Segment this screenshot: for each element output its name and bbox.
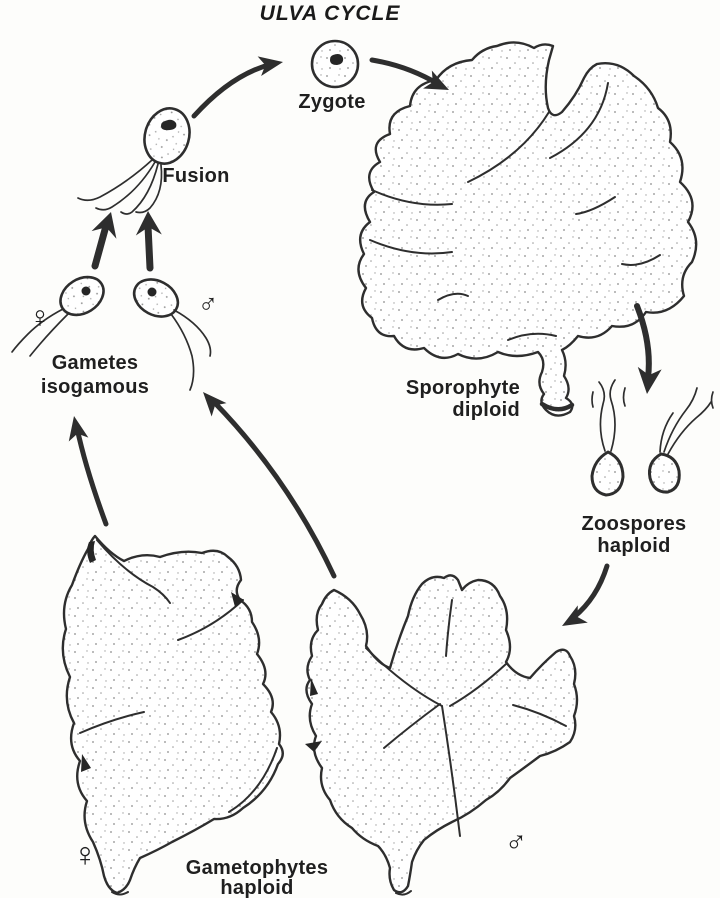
zoospore-flagellum (667, 401, 712, 455)
gametophyte-fold-shade (231, 592, 244, 607)
zygote-nucleus (330, 54, 344, 65)
gametophyte-male-outline (305, 574, 579, 894)
male-symbol-icon: ♂ (505, 825, 528, 858)
sporophyte-fold (437, 292, 469, 301)
gametophyte-holdfast (111, 891, 129, 896)
fusion-flagellum (77, 159, 153, 202)
gamete-female-drawing (11, 275, 105, 357)
gametes-label-line2: isogamous (41, 376, 149, 398)
gamete-male-drawing (132, 278, 212, 391)
gametophyte-fold (365, 647, 443, 707)
gametophyte-fold (228, 747, 278, 813)
arrow-female-gamete-to-fusion (91, 212, 117, 270)
female-gamete-flagellum (11, 308, 64, 353)
sporophyte-fold (621, 254, 661, 266)
gametophyte-fold-shade (310, 678, 318, 696)
gametophyte-male-drawing (305, 574, 579, 896)
female-gamete-cell (59, 275, 105, 317)
arrow-zoospores-to-gametophytes (562, 563, 610, 626)
sporophyte-fold (507, 332, 557, 341)
arrow-male-gamete-to-fusion (135, 211, 162, 272)
fusion-flagellum (135, 164, 163, 214)
sporophyte-outline (357, 41, 698, 417)
gametophyte-fold (96, 539, 171, 604)
arrow-fusion-to-zygote (191, 56, 283, 119)
zoospore-flagellum (622, 387, 626, 407)
gametophyte-fold (449, 663, 507, 707)
gametophyte-fold (445, 599, 453, 657)
gametes-label-line1: Gametes (52, 352, 139, 374)
gametophyte-fold (512, 704, 567, 727)
male-gamete-cell (132, 278, 180, 318)
zoospore-flagellum (598, 381, 606, 452)
zoospore-cell (590, 450, 625, 497)
zoospore-cell (648, 452, 681, 494)
gametophyte-fold-shade (305, 741, 322, 752)
arrow-gametophyte-to-male-gamete (203, 392, 337, 579)
fusion-label: Fusion (162, 165, 229, 187)
fusion-flagellum (120, 163, 159, 215)
gametophyte-fold (79, 711, 145, 734)
male-symbol-icon: ♂ (198, 288, 218, 318)
zoospore-flagellum (609, 379, 616, 452)
sporophyte-thallus-drawing (357, 41, 698, 417)
zoospore-flagellum (659, 412, 674, 453)
arrow-sporophyte-to-zoospores (634, 303, 662, 394)
arrow-gametophyte-to-female-gamete (68, 416, 109, 527)
zoospore-flagellum (710, 391, 714, 409)
fusion-flagellum (95, 161, 156, 211)
male-gamete-nucleus (147, 287, 157, 297)
female-gamete-nucleus (81, 286, 91, 296)
zoospores-label-line2: haploid (597, 535, 670, 557)
gametophyte-fold (441, 705, 461, 837)
gametophyte-tip-shade (87, 541, 96, 563)
arrow-zygote-to-sporophyte (369, 57, 449, 90)
male-gamete-flagellum (170, 313, 195, 391)
female-symbol-icon: ♀ (29, 301, 52, 334)
zygote-label: Zygote (298, 91, 365, 113)
gametophyte-holdfast (395, 890, 412, 896)
cycle-arrows (68, 56, 662, 626)
gametophytes-label-line2: haploid (220, 877, 293, 898)
male-gamete-flagellum (173, 309, 212, 357)
sporophyte-fold (369, 239, 453, 255)
sporophyte-fold (371, 189, 453, 206)
zoospores-label-line1: Zoospores (582, 513, 687, 535)
fusion-cell (143, 107, 191, 165)
zoospore-flagellum (591, 391, 594, 408)
zoospores-drawing (590, 379, 714, 497)
zoospore-flagellum (663, 387, 698, 453)
fusion-cell-drawing (77, 107, 191, 215)
sporophyte-fold (467, 111, 550, 183)
gametophyte-fold (383, 703, 441, 749)
fusion-nucleus (161, 119, 177, 131)
female-symbol-icon: ♀ (72, 836, 98, 874)
sporophyte-label-line1: Sporophyte (406, 377, 520, 399)
zygote-cell-drawing (310, 39, 360, 89)
sporophyte-fold (575, 196, 616, 215)
diagram-title: ULVA CYCLE (260, 2, 401, 25)
sporophyte-label-line2: diploid (452, 399, 520, 421)
gametophytes-label-line1: Gametophytes (186, 857, 329, 879)
sporophyte-fold (549, 82, 609, 159)
gametophyte-female-drawing (61, 534, 284, 896)
gametophyte-fold-shade (81, 754, 91, 772)
female-gamete-flagellum (29, 313, 69, 357)
gametophyte-female-outline (61, 534, 284, 895)
sporophyte-holdfast (539, 401, 575, 412)
